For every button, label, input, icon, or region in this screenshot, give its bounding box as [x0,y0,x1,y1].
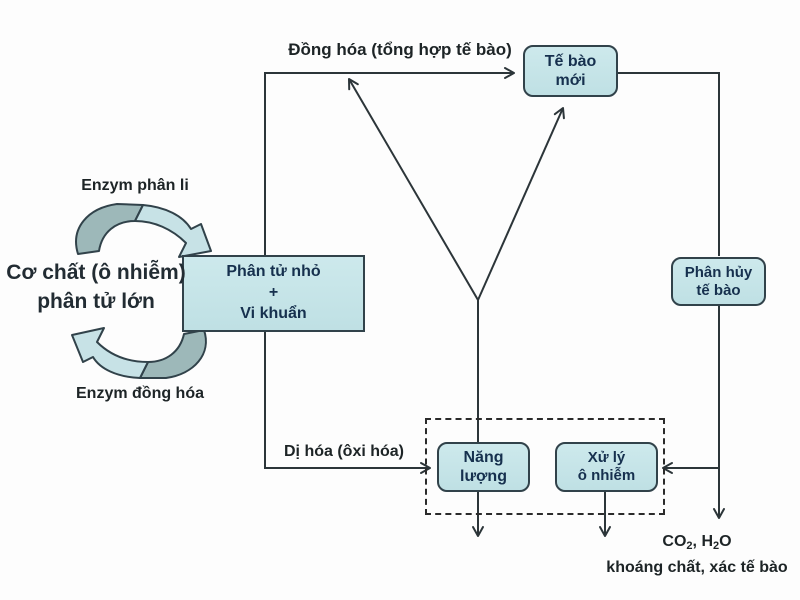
h2o-suffix: O [719,533,732,550]
cycle-arrow-bottom-icon [71,327,207,379]
pollution-treatment-box: Xử lý ô nhiễm [555,442,658,492]
new-cells-label-line2: mới [555,72,586,89]
cell-decomposition-label-line2: tế bào [696,281,741,299]
co2-subscript: 2 [686,540,693,552]
cycle-arrow-top-dark-half [75,203,144,255]
enzyme-dissociation-label: Enzym phân li [81,177,189,194]
substrate-label-line2: phân tử lớn [37,290,155,313]
cycle-arrow-top-icon [75,203,212,258]
substrate-label: Cơ chất (ô nhiễm) phân tử lớn [1,258,191,316]
energy-to-anabolism-arrow [348,78,479,301]
small-molecules-bacteria-box: Phân tử nhỏ + Vi khuẩn [182,255,365,332]
new-cells-box: Tế bào mới [523,45,618,97]
cycle-arrow-top-head [134,204,212,258]
anabolism-label: Đồng hóa (tổng hợp tế bào) [288,40,512,59]
catabolism-label: Dị hóa (ôxi hóa) [284,443,404,460]
h2o-prefix: , H [692,533,713,550]
energy-treatment-group-outline [425,418,665,515]
cycle-arrow-bottom-dark-half [139,329,207,379]
substrate-label-line1: Cơ chất (ô nhiễm) [6,261,186,284]
cycle-arrow-bottom-head [71,327,149,379]
cell-decomposition-box: Phân hủy tế bào [671,257,766,306]
energy-to-new-cells-arrow [477,107,565,301]
plus-sign: + [268,284,279,302]
end-products-label: CO2, H2O khoáng chất, xác tế bào [597,531,797,579]
energy-label-line1: Năng [463,448,504,466]
minerals-remains-text: khoáng chất, xác tế bào [606,559,788,576]
co2-prefix: CO [662,533,687,550]
enzyme-assimilation-label: Enzym đồng hóa [76,385,204,402]
energy-box: Năng lượng [437,442,530,492]
anabolism-arrow [264,67,515,255]
new-cells-label-line1: Tế bào [544,52,597,70]
small-molecules-label: Phân tử nhỏ [226,263,321,281]
cell-decomposition-label-line1: Phân hủy [684,263,753,281]
co2-h2o-text: CO2, H2O [597,531,797,557]
treatment-label-line1: Xử lý [587,449,626,466]
new-cells-to-decay-line [618,72,720,256]
bacteria-label: Vi khuẩn [240,304,307,322]
h2o-subscript: 2 [713,540,720,552]
catabolism-arrow [264,332,431,474]
energy-label-line2: lượng [460,468,507,485]
treatment-label-line2: ô nhiễm [577,467,636,484]
